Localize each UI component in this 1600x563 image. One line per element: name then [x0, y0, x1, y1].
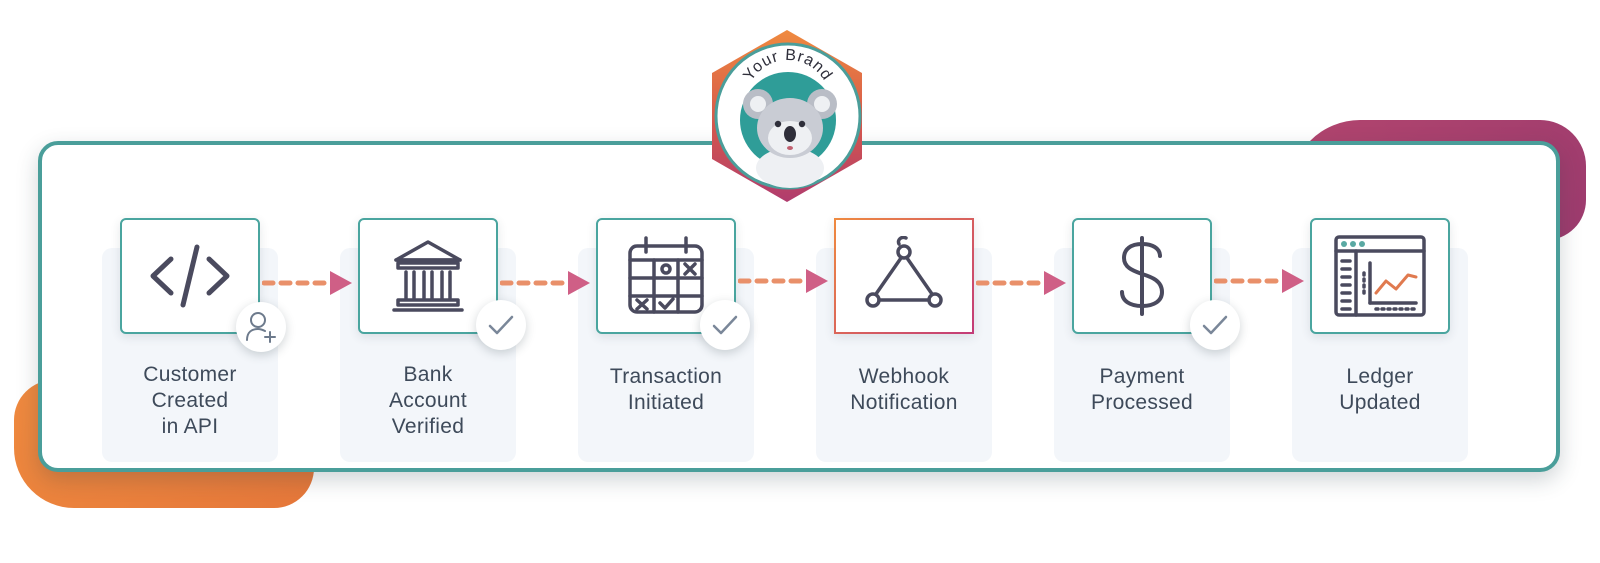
checkmark-icon [712, 315, 738, 335]
step-label: Webhook Notification [850, 365, 958, 414]
flow-arrow [262, 271, 352, 295]
step-transaction-initiated: Transaction Initiated [578, 218, 754, 462]
step-label: Payment Processed [1091, 365, 1193, 414]
flow-arrow [1214, 269, 1304, 293]
checkmark-icon [1202, 315, 1228, 335]
flow-arrow [738, 269, 828, 293]
step-customer-created: Customer Created in API [102, 218, 286, 462]
step-card [1310, 218, 1450, 334]
step-bank-account-verified: Bank Account Verified [340, 218, 526, 462]
step-card [120, 218, 260, 334]
flow-arrow [500, 271, 590, 295]
step-ledger-updated: Ledger Updated [1292, 218, 1468, 462]
step-label: Transaction Initiated [609, 365, 723, 414]
bank-icon [392, 240, 464, 312]
step-card [1072, 218, 1212, 334]
check-badge [700, 300, 750, 350]
step-label: Customer Created in API [143, 363, 237, 438]
step-payment-processed: Payment Processed [1054, 218, 1240, 462]
flow-arrow [976, 271, 1066, 295]
brand-logo: Your Brand [712, 30, 862, 202]
step-label: Ledger Updated [1339, 365, 1421, 414]
add-user-badge [236, 302, 286, 352]
step-card [358, 218, 498, 334]
check-badge [476, 300, 526, 350]
calendar-icon [628, 236, 704, 314]
koala-mascot-icon [743, 89, 837, 188]
webhook-icon [865, 236, 943, 308]
step-label: Bank Account Verified [389, 363, 467, 438]
step-card-highlighted [834, 218, 974, 334]
check-badge [1190, 300, 1240, 350]
step-card [596, 218, 736, 334]
code-icon [150, 244, 230, 308]
ledger-icon [1334, 235, 1426, 317]
step-webhook-notification: Webhook Notification [816, 218, 992, 462]
add-user-icon [246, 312, 276, 343]
checkmark-icon [488, 315, 514, 335]
dollar-icon [1120, 236, 1164, 316]
